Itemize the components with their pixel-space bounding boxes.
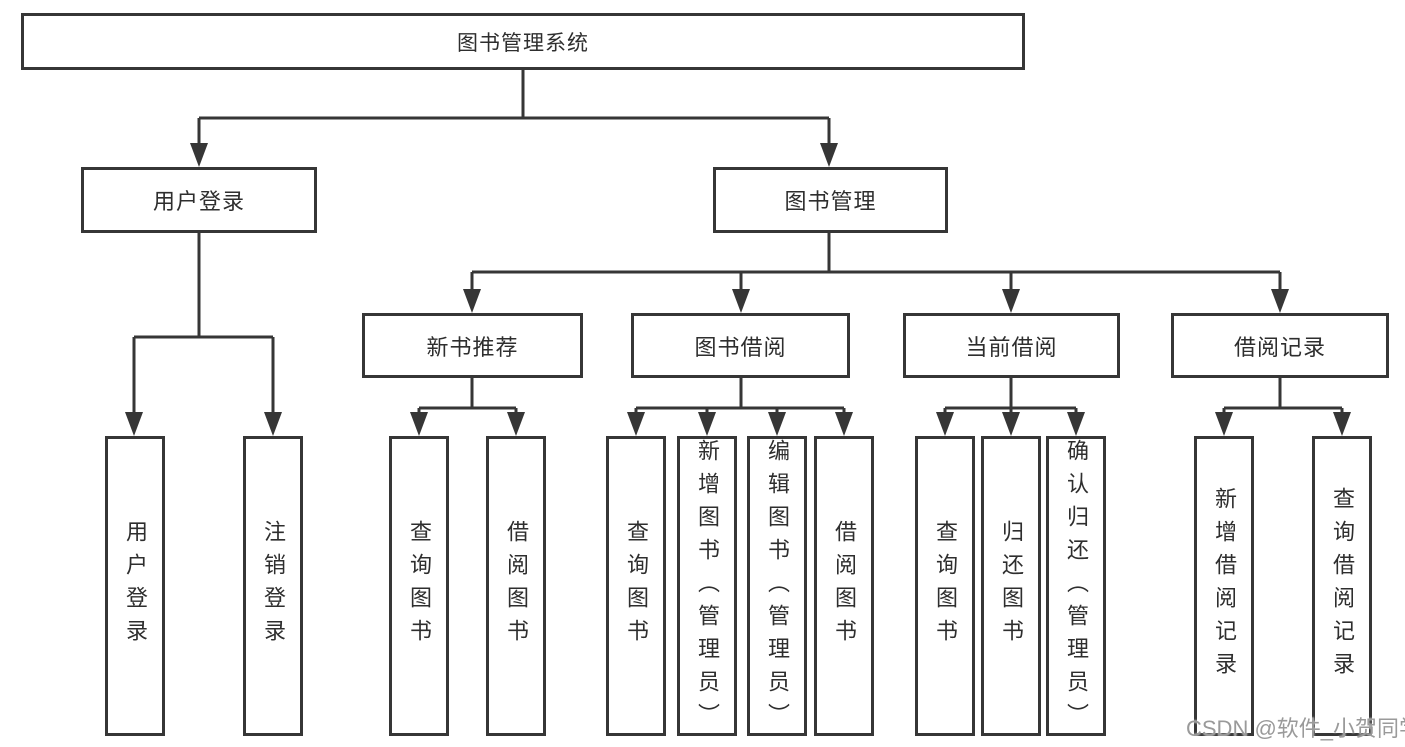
leaf-borrow-edit-admin: 编辑图书（管理员） bbox=[747, 436, 807, 736]
leaf-label: 查询图书 bbox=[933, 520, 958, 652]
leaf-label: 查询借阅记录 bbox=[1330, 487, 1355, 685]
leaf-label: 查询图书 bbox=[407, 520, 432, 652]
node-label: 借阅记录 bbox=[1233, 334, 1326, 360]
arrowhead bbox=[507, 412, 525, 436]
arrowhead bbox=[1271, 289, 1289, 313]
leaf-label: 借阅图书 bbox=[832, 520, 857, 652]
node-book-borrow: 图书借阅 bbox=[631, 313, 850, 378]
arrowhead bbox=[1333, 412, 1351, 436]
arrowhead bbox=[1002, 412, 1020, 436]
arrowhead bbox=[732, 289, 750, 313]
arrowhead bbox=[190, 143, 208, 167]
leaf-label: 借阅图书 bbox=[504, 520, 529, 652]
leaf-current-return: 归还图书 bbox=[981, 436, 1041, 736]
node-borrow-records: 借阅记录 bbox=[1171, 313, 1389, 378]
node-label: 用户登录 bbox=[152, 189, 245, 214]
csdn-watermark: CSDN @软件_小贺同学 bbox=[1186, 716, 1405, 741]
node-label: 当前借阅 bbox=[965, 334, 1058, 360]
leaf-borrow-query: 查询图书 bbox=[606, 436, 666, 736]
leaf-newbooks-query: 查询图书 bbox=[389, 436, 449, 736]
leaf-label: 新增图书（管理员） bbox=[695, 439, 720, 736]
arrowhead bbox=[410, 412, 428, 436]
arrowhead bbox=[264, 412, 282, 436]
leaf-logout: 注销登录 bbox=[243, 436, 303, 736]
leaf-current-confirm-admin: 确认归还（管理员） bbox=[1046, 436, 1106, 736]
arrowhead bbox=[125, 412, 143, 436]
leaf-label: 新增借阅记录 bbox=[1212, 487, 1237, 685]
leaf-label: 用户登录 bbox=[123, 520, 148, 652]
node-current-borrow: 当前借阅 bbox=[903, 313, 1120, 378]
leaf-records-add: 新增借阅记录 bbox=[1194, 436, 1254, 736]
leaf-borrow-add-admin: 新增图书（管理员） bbox=[677, 436, 737, 736]
node-user-login: 用户登录 bbox=[81, 167, 317, 233]
arrowhead bbox=[820, 143, 838, 167]
arrowhead bbox=[1215, 412, 1233, 436]
node-book-manage: 图书管理 bbox=[713, 167, 948, 233]
node-new-book-recommend: 新书推荐 bbox=[362, 313, 583, 378]
arrowhead bbox=[1067, 412, 1085, 436]
leaf-label: 确认归还（管理员） bbox=[1064, 439, 1089, 736]
leaf-label: 注销登录 bbox=[261, 520, 286, 652]
leaf-borrow-book: 借阅图书 bbox=[814, 436, 874, 736]
node-root-system: 图书管理系统 bbox=[21, 13, 1025, 70]
node-label: 新书推荐 bbox=[426, 334, 519, 360]
arrowhead bbox=[835, 412, 853, 436]
leaf-label: 归还图书 bbox=[999, 520, 1024, 652]
leaf-records-query: 查询借阅记录 bbox=[1312, 436, 1372, 736]
arrowhead bbox=[936, 412, 954, 436]
leaf-user-login: 用户登录 bbox=[105, 436, 165, 736]
leaf-label: 编辑图书（管理员） bbox=[765, 439, 790, 736]
leaf-label: 查询图书 bbox=[624, 520, 649, 652]
arrowhead bbox=[463, 289, 481, 313]
arrowhead bbox=[768, 412, 786, 436]
leaf-newbooks-borrow: 借阅图书 bbox=[486, 436, 546, 736]
node-label: 图书管理系统 bbox=[457, 31, 589, 55]
node-label: 图书借阅 bbox=[694, 334, 787, 360]
arrowhead bbox=[627, 412, 645, 436]
arrowhead bbox=[1002, 289, 1020, 313]
leaf-current-query: 查询图书 bbox=[915, 436, 975, 736]
arrowhead bbox=[698, 412, 716, 436]
node-label: 图书管理 bbox=[784, 189, 877, 214]
connector-path bbox=[132, 69, 1344, 414]
